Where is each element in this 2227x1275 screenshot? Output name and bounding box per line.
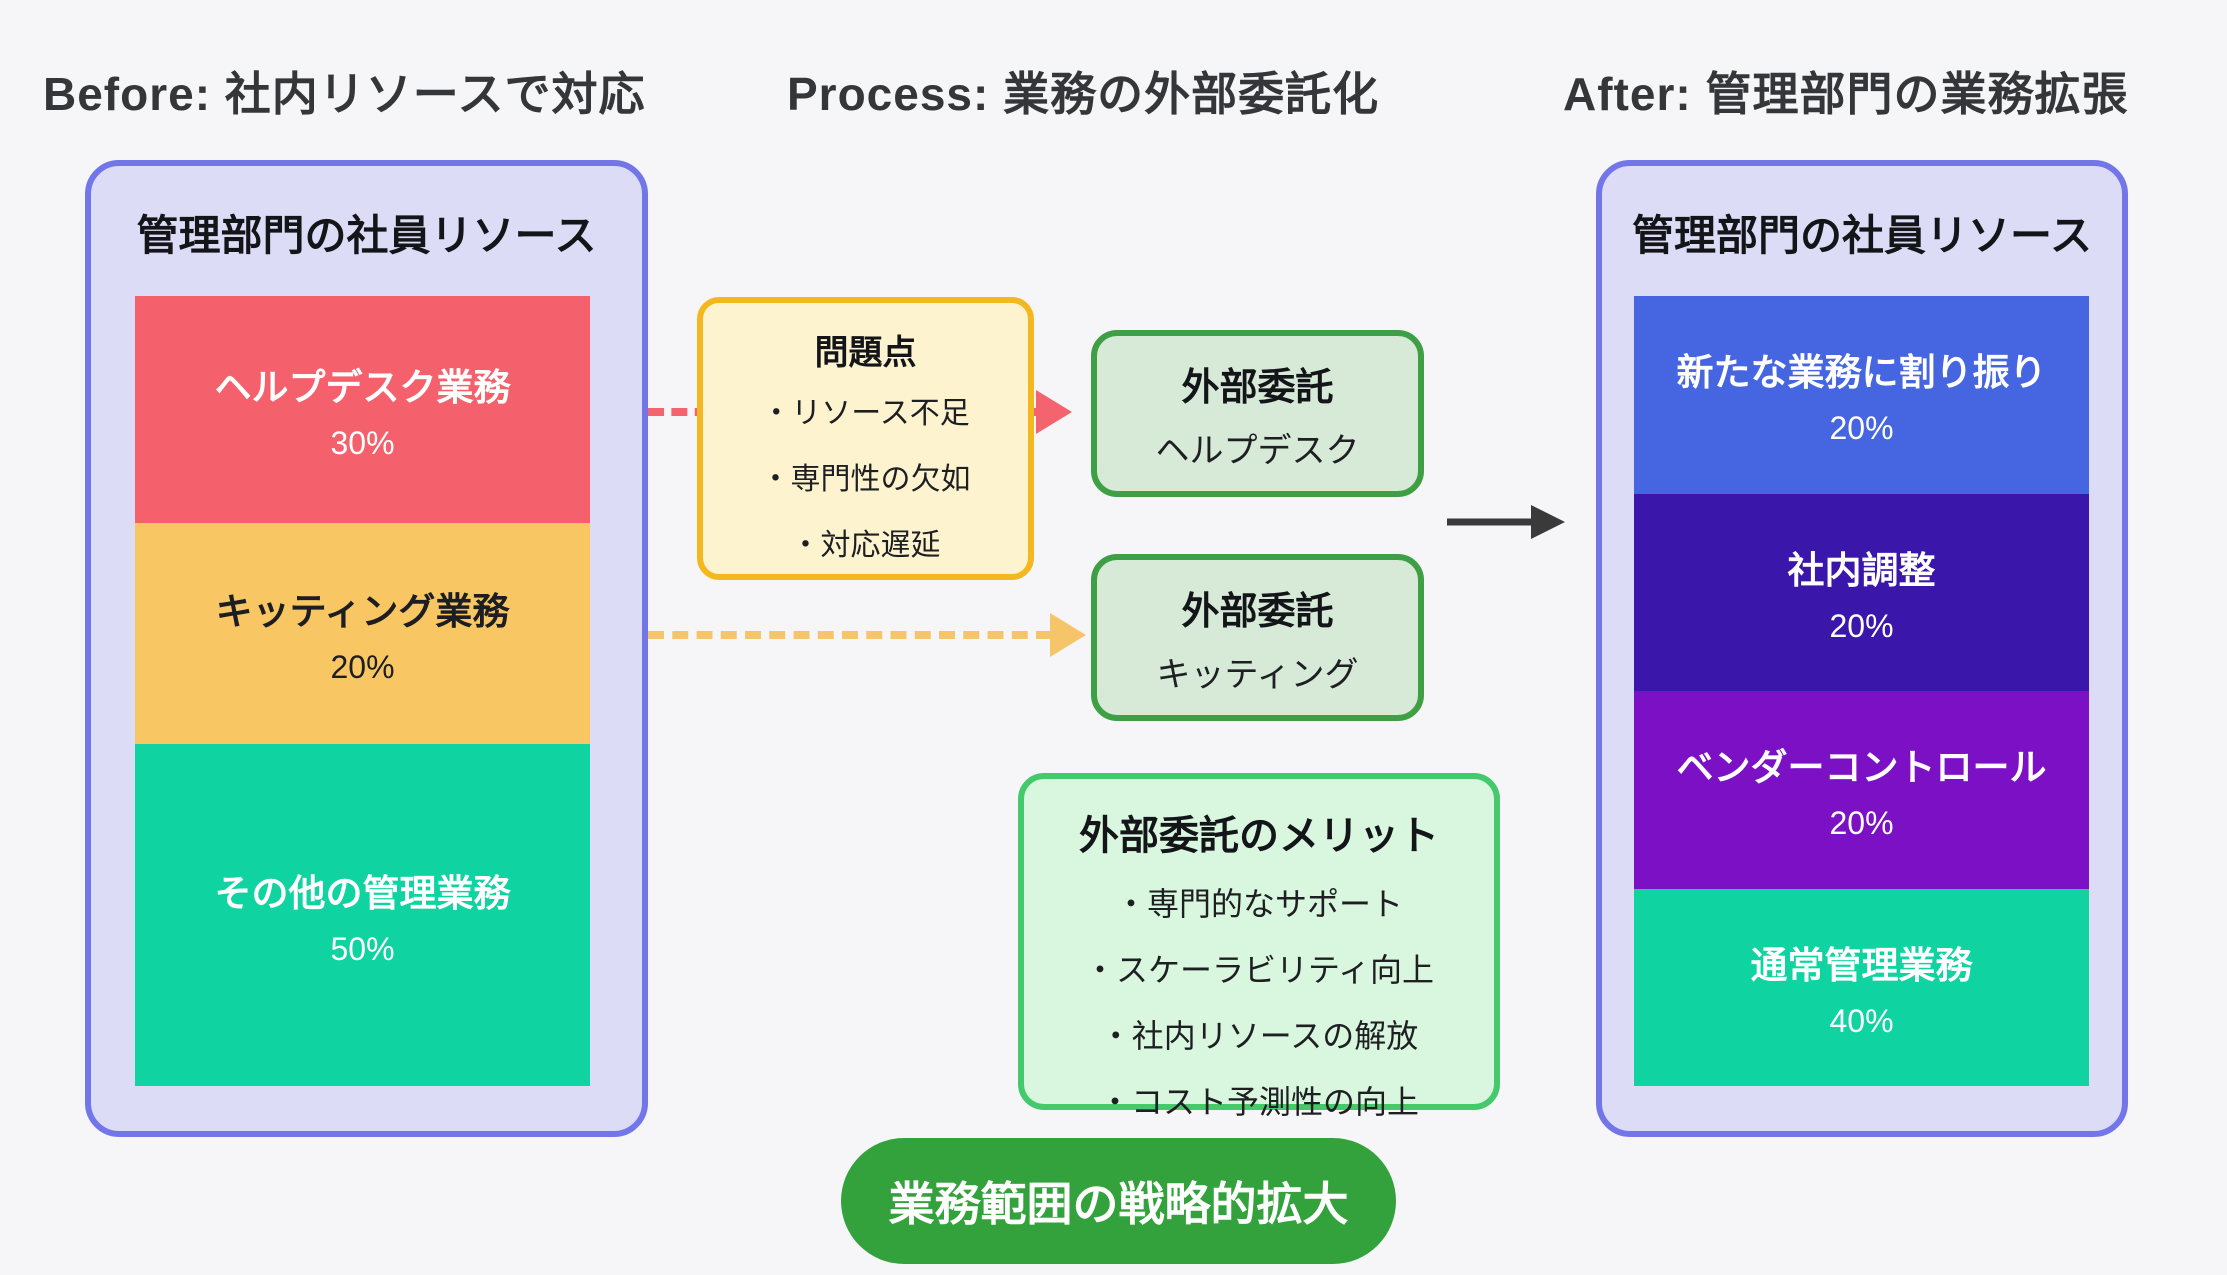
before-panel-title: 管理部門の社員リソース bbox=[136, 212, 597, 259]
before-column-header: Before: 社内リソースで対応 bbox=[43, 68, 646, 120]
problem-box: 問題点 ・リソース不足 ・専門性の欠如 ・対応遅延 bbox=[697, 297, 1034, 580]
strategic-expansion-badge: 業務範囲の戦略的拡大 bbox=[841, 1138, 1396, 1264]
segment-label: その他の管理業務 bbox=[214, 872, 511, 914]
segment-label: ベンダーコントロール bbox=[1676, 747, 2047, 789]
segment-normal-admin: 通常管理業務 40% bbox=[1634, 888, 2089, 1086]
arrow-head-icon bbox=[1050, 613, 1086, 657]
after-resource-panel: 管理部門の社員リソース 新たな業務に割り振り 20% 社内調整 20% ベンダー… bbox=[1596, 160, 2128, 1137]
segment-helpdesk: ヘルプデスク業務 30% bbox=[135, 296, 590, 523]
problem-item: ・専門性の欠如 bbox=[760, 463, 971, 496]
segment-new-work: 新たな業務に割り振り 20% bbox=[1634, 296, 2089, 494]
outsource-helpdesk-box: 外部委託 ヘルプデスク bbox=[1091, 330, 1424, 497]
arrow-head-icon bbox=[1531, 505, 1565, 539]
merit-item-list: ・専門的なサポート ・スケーラビリティ向上 ・社内リソースの解放 ・コスト予測性… bbox=[1024, 879, 1494, 1123]
outsource-box-subtitle: キッティング bbox=[1156, 655, 1359, 694]
outsource-box-title: 外部委託 bbox=[1181, 366, 1334, 409]
segment-value: 50% bbox=[330, 930, 395, 967]
merit-box: 外部委託のメリット ・専門的なサポート ・スケーラビリティ向上 ・社内リソースの… bbox=[1018, 773, 1500, 1120]
merit-item: ・スケーラビリティ向上 bbox=[1083, 952, 1435, 988]
before-resource-panel: 管理部門の社員リソース ヘルプデスク業務 30% キッティング業務 20% その… bbox=[85, 160, 648, 1137]
kitting-dashed-arrow bbox=[648, 613, 1086, 657]
transition-arrow bbox=[1447, 500, 1565, 544]
segment-other-admin: その他の管理業務 50% bbox=[135, 744, 590, 1086]
segment-kitting: キッティング業務 20% bbox=[135, 523, 590, 744]
merit-item: ・社内リソースの解放 bbox=[1099, 1018, 1419, 1054]
after-stacked-bar: 新たな業務に割り振り 20% 社内調整 20% ベンダーコントロール 20% 通… bbox=[1634, 296, 2089, 1086]
segment-value: 20% bbox=[1829, 410, 1894, 447]
segment-label: キッティング業務 bbox=[215, 591, 510, 632]
after-column-header: After: 管理部門の業務拡張 bbox=[1563, 68, 2129, 120]
problem-box-title: 問題点 bbox=[814, 334, 917, 372]
outsource-box-subtitle: ヘルプデスク bbox=[1155, 431, 1360, 470]
segment-label: ヘルプデスク業務 bbox=[214, 367, 511, 408]
arrow-line bbox=[648, 631, 1052, 639]
arrow-line bbox=[1447, 518, 1535, 526]
segment-value: 30% bbox=[330, 425, 395, 461]
outsource-kitting-box: 外部委託 キッティング bbox=[1091, 554, 1424, 721]
segment-vendor-control: ベンダーコントロール 20% bbox=[1634, 691, 2089, 889]
problem-item-list: ・リソース不足 ・専門性の欠如 ・対応遅延 bbox=[703, 388, 1028, 564]
merit-item: ・コスト予測性の向上 bbox=[1098, 1084, 1419, 1120]
merit-item: ・専門的なサポート bbox=[1114, 886, 1403, 922]
process-column-header: Process: 業務の外部委託化 bbox=[787, 68, 1380, 120]
segment-value: 20% bbox=[330, 649, 395, 685]
segment-value: 20% bbox=[1829, 607, 1894, 644]
before-stacked-bar: ヘルプデスク業務 30% キッティング業務 20% その他の管理業務 50% bbox=[135, 296, 590, 1086]
segment-label: 新たな業務に割り振り bbox=[1676, 352, 2047, 394]
segment-internal-coordination: 社内調整 20% bbox=[1634, 493, 2089, 691]
arrow-head-icon bbox=[1036, 390, 1072, 434]
outsource-box-title: 外部委託 bbox=[1181, 590, 1334, 633]
segment-label: 通常管理業務 bbox=[1750, 944, 1973, 986]
problem-item: ・リソース不足 bbox=[761, 397, 970, 430]
merit-box-title: 外部委託のメリット bbox=[1079, 814, 1439, 858]
segment-value: 20% bbox=[1829, 805, 1894, 842]
segment-label: 社内調整 bbox=[1787, 549, 1936, 591]
problem-item: ・対応遅延 bbox=[790, 529, 941, 562]
strategic-expansion-label: 業務範囲の戦略的拡大 bbox=[888, 1178, 1349, 1230]
segment-value: 40% bbox=[1829, 1002, 1894, 1039]
after-panel-title: 管理部門の社員リソース bbox=[1632, 212, 2092, 259]
